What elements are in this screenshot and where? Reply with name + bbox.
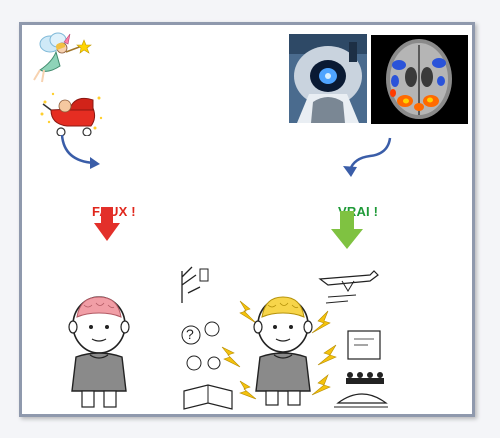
- curved-arrow-icon: [60, 133, 102, 173]
- fairy-icon: [30, 30, 92, 85]
- child-with-brain-and-ideas-icon: ?: [178, 263, 388, 411]
- mri-scanner-photo: [289, 34, 367, 123]
- down-arrow-icon: [94, 207, 120, 243]
- svg-text:?: ?: [186, 326, 194, 342]
- diagram-frame: FAUX ! VRAI !: [19, 22, 475, 417]
- brain-scan-photo: [371, 35, 468, 124]
- child-with-brain-icon: [56, 291, 142, 409]
- baby-stroller-icon: [39, 88, 105, 136]
- curved-arrow-icon: [340, 136, 392, 178]
- down-arrow-icon: [331, 211, 363, 251]
